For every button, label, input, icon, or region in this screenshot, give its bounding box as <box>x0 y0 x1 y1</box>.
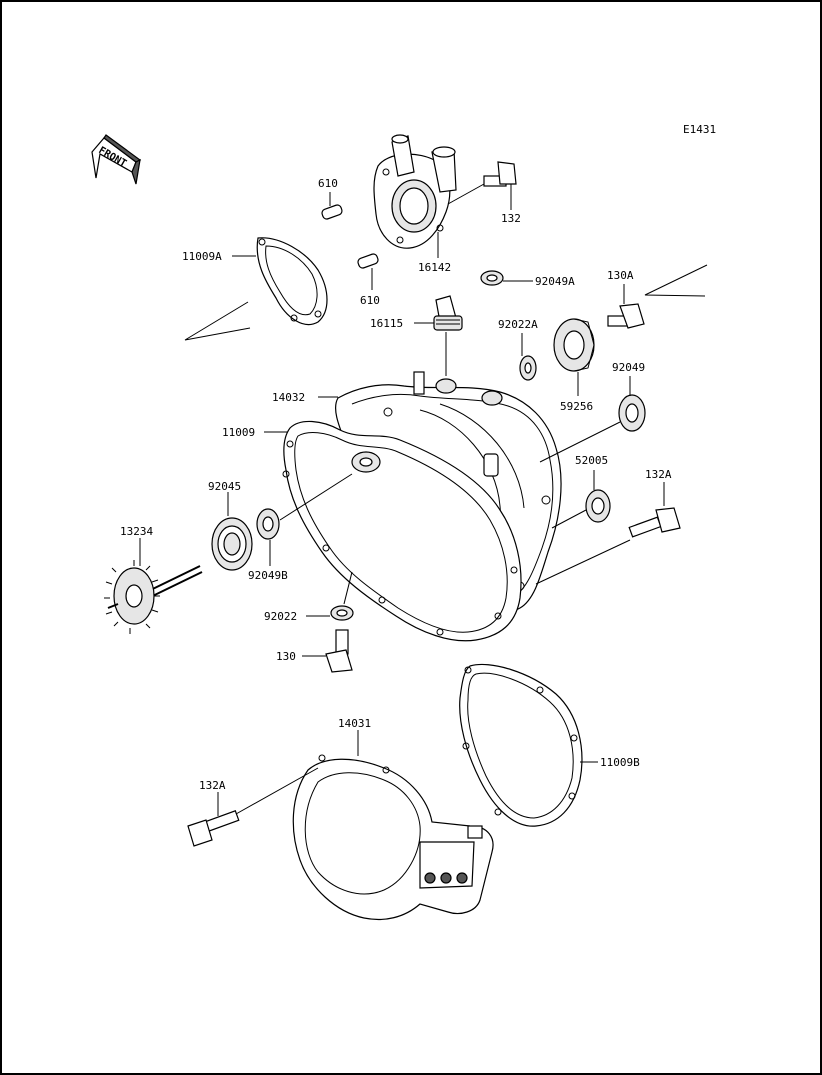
label-130A: 130A <box>607 269 634 282</box>
label-16142: 16142 <box>418 261 451 274</box>
label-13234: 13234 <box>120 525 153 538</box>
label-610a: 610 <box>318 177 338 190</box>
bolt-130 <box>325 629 353 673</box>
washer-92022 <box>330 605 354 621</box>
bolt-132 <box>447 161 517 205</box>
label-610b: 610 <box>360 294 380 307</box>
label-59256: 59256 <box>560 400 593 413</box>
oil-filler-cap <box>433 295 463 331</box>
label-11009B: 11009B <box>600 756 640 769</box>
guide-line-right <box>644 264 708 297</box>
label-14031: 14031 <box>338 717 371 730</box>
diagram-code: E1431 <box>683 123 716 136</box>
label-92049B: 92049B <box>248 569 288 582</box>
pump-gasket <box>256 237 328 326</box>
label-92049: 92049 <box>612 361 645 374</box>
label-92045: 92045 <box>208 480 241 493</box>
label-132: 132 <box>501 212 521 225</box>
seal-92049A <box>480 270 504 286</box>
cover-gasket <box>282 420 522 642</box>
label-130: 130 <box>276 650 296 663</box>
label-11009A: 11009A <box>182 250 222 263</box>
ignition-cover <box>292 754 494 921</box>
leader-92049-to-cover <box>539 421 621 463</box>
label-14032: 14032 <box>272 391 305 404</box>
label-92022A: 92022A <box>498 318 538 331</box>
seal-92049B <box>256 508 280 540</box>
dowel-pin-lower <box>357 253 379 269</box>
seal-52005 <box>585 489 611 523</box>
seal-92049 <box>618 394 646 432</box>
impeller-59256 <box>553 318 595 372</box>
guide-line-left <box>184 301 251 341</box>
ignition-gasket <box>459 663 583 827</box>
label-132A-lower: 132A <box>199 779 226 792</box>
front-arrow-icon: FRONT <box>91 134 142 185</box>
label-92049A: 92049A <box>535 275 575 288</box>
bolt-132A-lower <box>187 767 319 847</box>
label-132A-upper: 132A <box>645 468 672 481</box>
label-92022: 92022 <box>264 610 297 623</box>
bolt-132A-upper <box>628 507 681 538</box>
label-52005: 52005 <box>575 454 608 467</box>
label-11009: 11009 <box>222 426 255 439</box>
washer-92022A <box>519 355 537 381</box>
label-16115: 16115 <box>370 317 403 330</box>
pump-gear-shaft <box>104 560 203 634</box>
bearing-92045 <box>211 517 253 571</box>
dowel-pin-upper <box>321 204 343 220</box>
bolt-130A <box>607 303 645 329</box>
water-pump-cover <box>373 134 457 249</box>
